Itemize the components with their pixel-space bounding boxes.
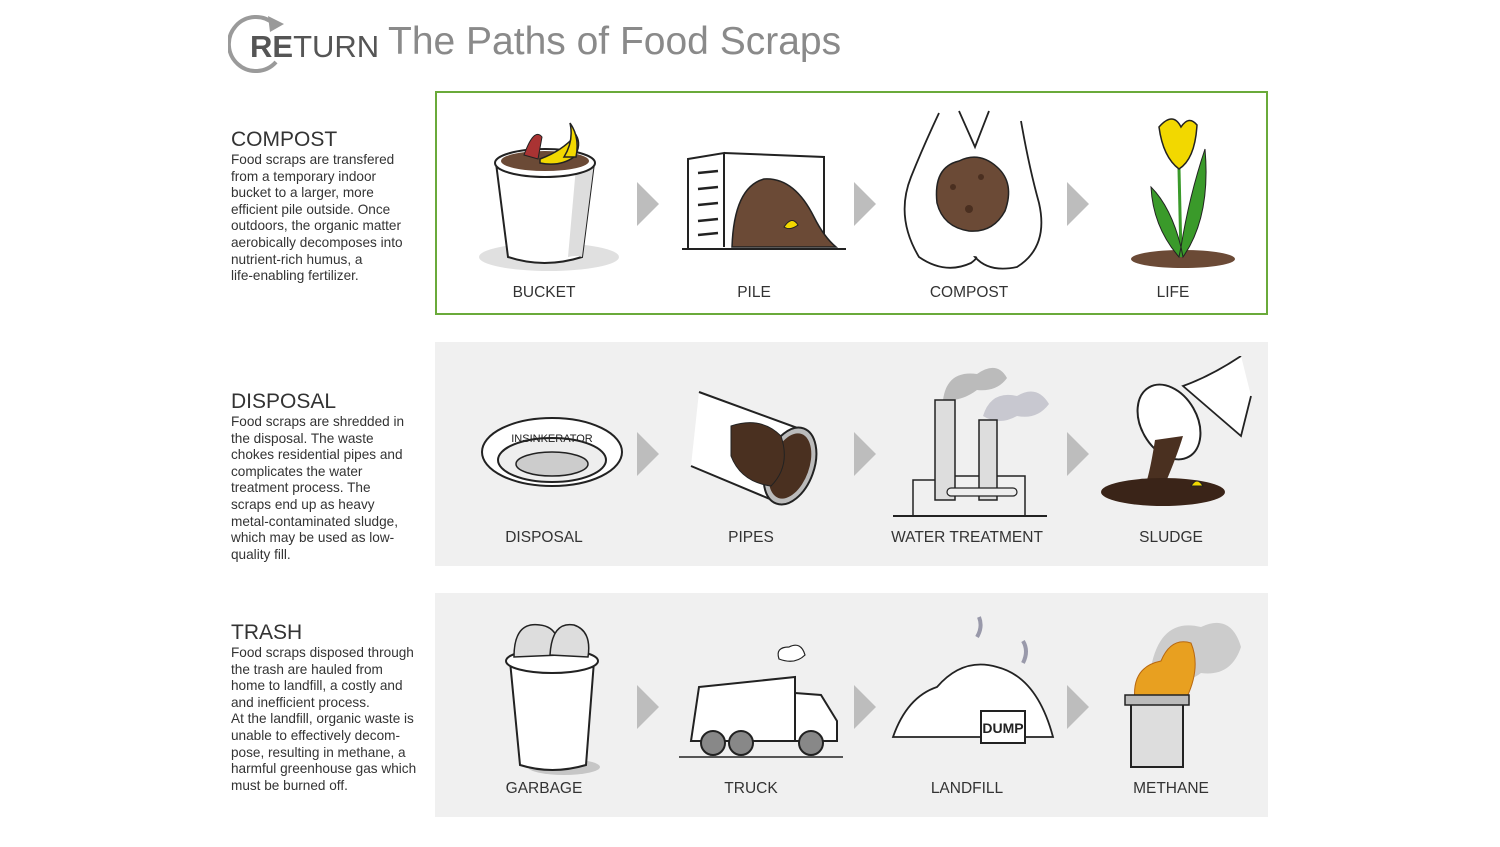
step-garbage: GARBAGE bbox=[454, 593, 634, 813]
return-logo: RETURN bbox=[226, 12, 379, 74]
section-heading: COMPOST bbox=[231, 128, 338, 151]
bucket-icon bbox=[479, 122, 619, 271]
step-label: METHANE bbox=[1133, 780, 1209, 797]
arrow-right-icon bbox=[854, 685, 876, 729]
tulip-icon bbox=[1131, 118, 1235, 268]
step-methane: METHANE bbox=[1081, 593, 1261, 813]
section-description: Food scraps are shredded in the disposal… bbox=[231, 414, 405, 562]
step-pipes: PIPES bbox=[661, 342, 841, 562]
arrow-right-icon bbox=[854, 182, 876, 226]
page-title: The Paths of Food Scraps bbox=[388, 20, 842, 63]
step-truck: TRUCK bbox=[661, 593, 843, 813]
step-water-treatment: WATER TREATMENT bbox=[877, 342, 1057, 562]
section-description: Food scraps are transfered from a tempor… bbox=[231, 152, 403, 284]
arrow-right-icon bbox=[1067, 182, 1089, 226]
step-label: GARBAGE bbox=[505, 780, 583, 797]
sludge-pipe-icon bbox=[1101, 356, 1252, 506]
recycle-arrow-icon bbox=[226, 15, 284, 73]
arrow-right-icon bbox=[1067, 685, 1089, 729]
step-label: WATER TREATMENT bbox=[891, 529, 1043, 546]
compost-panel: BUCKET PILE COMPOST bbox=[435, 91, 1268, 315]
pipe-icon bbox=[690, 391, 818, 506]
step-label: TRUCK bbox=[724, 780, 778, 797]
garbage-can-icon bbox=[505, 623, 600, 775]
landfill-icon: DUMP bbox=[891, 616, 1055, 744]
step-compost: COMPOST bbox=[879, 93, 1059, 313]
trash-text: TRASH Food scraps disposed through the t… bbox=[231, 621, 426, 794]
step-label: DISPOSAL bbox=[505, 529, 583, 546]
section-description: Food scraps disposed through the trash a… bbox=[231, 645, 417, 793]
step-label: LANDFILL bbox=[930, 780, 1004, 797]
hands-compost-icon bbox=[903, 110, 1043, 270]
dump-sign-text: DUMP bbox=[982, 720, 1023, 736]
step-label: SLUDGE bbox=[1139, 529, 1203, 546]
brand-text: INSINKERATOR bbox=[511, 433, 593, 445]
step-life: LIFE bbox=[1083, 93, 1263, 313]
arrow-right-icon bbox=[1067, 432, 1089, 476]
compost-text: COMPOST Food scraps are transfered from … bbox=[231, 128, 426, 285]
step-bucket: BUCKET bbox=[454, 93, 634, 313]
step-label: PIPES bbox=[728, 529, 774, 546]
step-pile: PILE bbox=[664, 93, 846, 313]
step-label: PILE bbox=[737, 284, 771, 301]
disposal-text: DISPOSAL Food scraps are shredded in the… bbox=[231, 390, 426, 563]
garbage-truck-icon bbox=[679, 644, 843, 758]
logo-wordmark: RETURN bbox=[250, 29, 380, 64]
step-label: COMPOST bbox=[929, 284, 1009, 301]
compost-pile-icon bbox=[682, 151, 846, 250]
step-label: LIFE bbox=[1156, 284, 1190, 301]
step-sludge: SLUDGE bbox=[1081, 342, 1261, 562]
methane-flare-icon bbox=[1124, 622, 1241, 768]
step-disposal: INSINKERATOR DISPOSAL bbox=[454, 342, 634, 562]
trash-panel: GARBAGE TRUCK DUMP LANDFILL bbox=[435, 593, 1268, 817]
step-label: BUCKET bbox=[512, 284, 576, 301]
arrow-right-icon bbox=[637, 432, 659, 476]
section-heading: TRASH bbox=[231, 621, 303, 644]
section-heading: DISPOSAL bbox=[231, 390, 337, 413]
arrow-right-icon bbox=[637, 182, 659, 226]
treatment-plant-icon bbox=[893, 367, 1049, 517]
arrow-right-icon bbox=[854, 432, 876, 476]
step-landfill: DUMP LANDFILL bbox=[877, 593, 1057, 813]
disposal-panel: INSINKERATOR DISPOSAL PIPES WATER TREATM… bbox=[435, 342, 1268, 566]
sink-disposal-icon: INSINKERATOR bbox=[481, 417, 623, 487]
arrow-right-icon bbox=[637, 685, 659, 729]
